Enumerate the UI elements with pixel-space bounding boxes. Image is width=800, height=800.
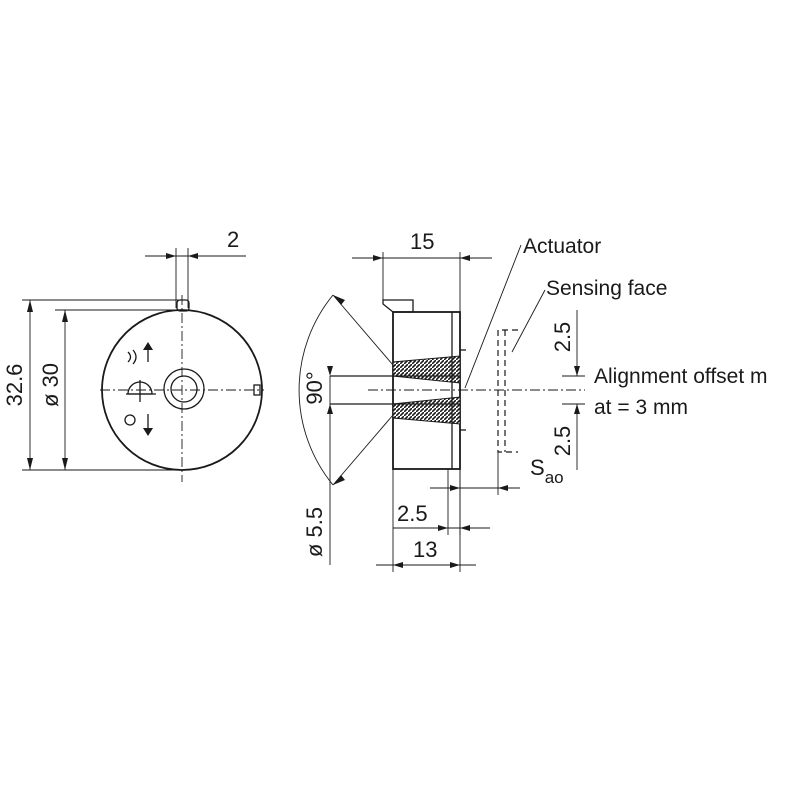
front-dim-diameter	[55, 309, 182, 471]
alignment-callout-line1: Alignment offset m	[594, 365, 768, 388]
hole-diameter-dimension	[327, 366, 333, 565]
alignment-callout-line2: at = 3 mm	[594, 396, 688, 419]
side-dim-width-bottom	[376, 469, 476, 572]
front-top-tab	[176, 299, 190, 312]
side-dim-width-bottom-label: 13	[413, 537, 437, 562]
side-top-tab	[382, 299, 414, 313]
front-right-nub	[253, 384, 261, 396]
offset-upper-label: 2.5	[550, 322, 575, 353]
sensing-face-leader	[511, 289, 546, 353]
offset-dimensions	[562, 310, 585, 470]
sensing-face-outline	[497, 329, 518, 453]
front-dim-top-label: 2	[227, 227, 239, 252]
offset-lower-label: 2.5	[550, 426, 575, 457]
front-view	[22, 248, 264, 482]
hole-diameter-label: ø 5.5	[302, 507, 327, 557]
angle-90-label: 90°	[302, 371, 327, 404]
front-dim-diameter-label: ø 30	[38, 363, 63, 407]
front-face-symbols	[124, 342, 156, 436]
actuator-callout: Actuator	[523, 235, 601, 258]
sao-label: Sao	[530, 455, 564, 487]
sao-dimension	[430, 452, 520, 495]
front-bore-outer	[163, 368, 205, 410]
angle-90-dimension	[298, 294, 394, 486]
front-dim-height-label: 32.6	[2, 364, 27, 407]
sensing-face-callout: Sensing face	[546, 277, 667, 300]
side-bore-upper-hatch	[392, 355, 461, 384]
side-body	[392, 311, 461, 470]
side-bore-lower-hatch	[392, 396, 461, 425]
front-bore-inner	[170, 375, 198, 403]
front-dim-top	[145, 248, 246, 308]
actuator-leader	[464, 244, 522, 389]
side-dim-offset-small-label: 2.5	[397, 501, 428, 526]
side-view	[298, 244, 585, 572]
side-dim-width-top-label: 15	[410, 229, 434, 254]
side-dim-width-top	[352, 252, 492, 312]
